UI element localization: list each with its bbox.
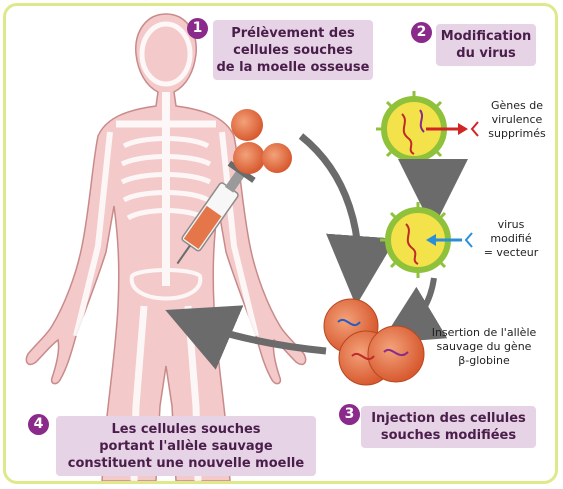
arrow-vector-to-cells [401, 278, 434, 331]
insertion-line-1: Insertion de l'allèle [424, 326, 544, 340]
step-1-line-3: de la moelle osseuse [213, 59, 373, 76]
step-1-label: Prélèvement des cellules souches de la m… [213, 20, 373, 80]
step-4-line-1: Les cellules souches [56, 421, 316, 438]
virulence-arrowhead [458, 123, 468, 135]
step-3-number: 3 [339, 404, 360, 425]
virulence-line-2: virulence [486, 113, 548, 127]
step-2-number: 2 [411, 22, 432, 43]
step-1-line-1: Prélèvement des [213, 25, 373, 42]
harvested-cells [231, 109, 292, 174]
step-4-line-2: portant l'allèle sauvage [56, 438, 316, 455]
step-2-label: Modification du virus [436, 24, 536, 66]
step-4-line-3: constituent une nouvelle moelle [56, 455, 316, 472]
step-2-line-2: du virus [436, 45, 536, 62]
vector-line-3: = vecteur [481, 246, 541, 260]
modified-cells [324, 299, 424, 385]
step-3-label: Injection des cellules souches modifiées [361, 406, 536, 448]
vector-line-1: virus [481, 218, 541, 232]
insertion-line-3: β-globine [424, 354, 544, 368]
virulence-line-3: supprimés [486, 127, 548, 141]
insertion-line-2: sauvage du gène [424, 340, 544, 354]
step-2-line-1: Modification [436, 28, 536, 45]
step-4-label: Les cellules souches portant l'allèle sa… [56, 416, 316, 476]
vector-gene-mark [466, 233, 472, 247]
vector-annotation: virus modifié = vecteur [481, 218, 541, 260]
virulence-gene-mark [472, 122, 478, 136]
insertion-annotation: Insertion de l'allèle sauvage du gène β-… [424, 326, 544, 368]
virulence-annotation: Gènes de virulence supprimés [486, 99, 548, 141]
step-1-line-2: cellules souches [213, 42, 373, 59]
step-3-line-1: Injection des cellules [361, 410, 536, 427]
vector-line-2: modifié [481, 232, 541, 246]
step-4-number: 4 [28, 414, 49, 435]
step-1-number: 1 [187, 18, 208, 39]
arrow-to-injection [301, 136, 358, 278]
virulence-line-1: Gènes de [486, 99, 548, 113]
diagram-frame: 1 Prélèvement des cellules souches de la… [3, 3, 558, 484]
step-3-line-2: souches modifiées [361, 427, 536, 444]
